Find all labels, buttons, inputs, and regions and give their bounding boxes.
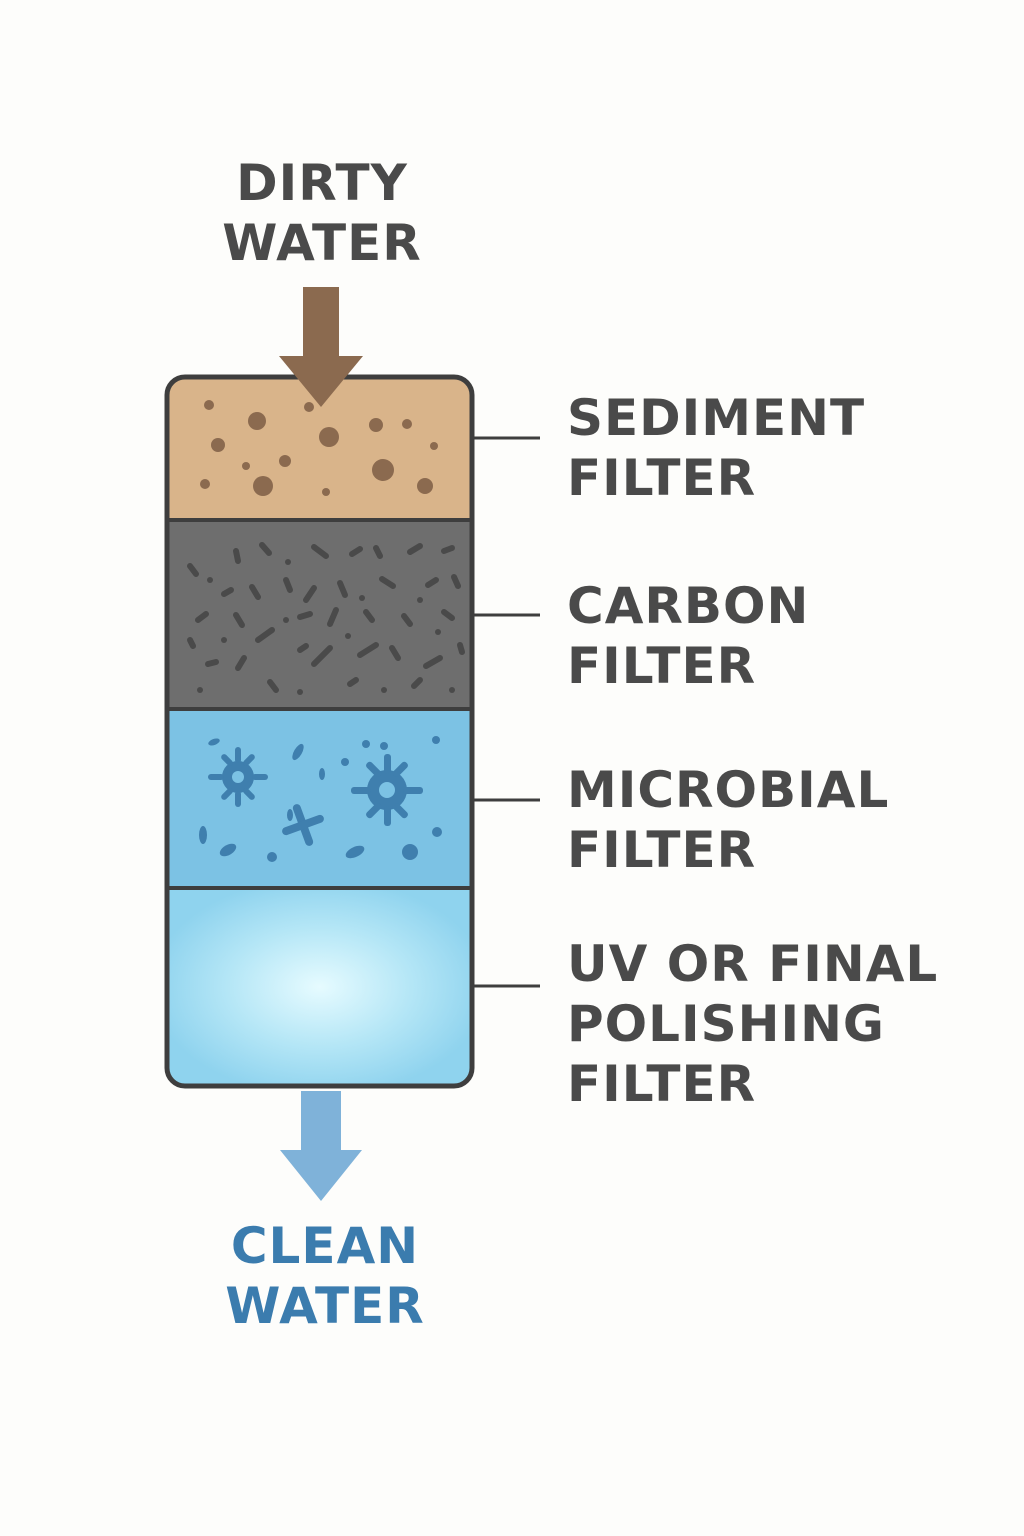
clean-water-line1: CLEAN (220, 1216, 430, 1276)
uv-label-line2: POLISHING (567, 994, 938, 1054)
uv-label-line3: FILTER (567, 1054, 938, 1114)
clean-water-line2: WATER (220, 1276, 430, 1336)
carbon-label-line2: FILTER (567, 636, 809, 696)
microbial-filter-label: MICROBIAL FILTER (567, 760, 889, 880)
sediment-label-line1: SEDIMENT (567, 388, 865, 448)
microbial-label-line1: MICROBIAL (567, 760, 889, 820)
clean-water-label: CLEAN WATER (220, 1216, 430, 1336)
microbial-label-line2: FILTER (567, 820, 889, 880)
uv-label-line1: UV OR FINAL (567, 934, 938, 994)
dirty-water-label: DIRTY WATER (222, 153, 422, 273)
uv-layer (167, 888, 472, 1086)
carbon-label-line1: CARBON (567, 576, 809, 636)
leader-lines (472, 438, 540, 986)
dirty-water-line1: DIRTY (222, 153, 422, 213)
carbon-filter-label: CARBON FILTER (567, 576, 809, 696)
uv-filter-label: UV OR FINAL POLISHING FILTER (567, 934, 938, 1114)
outlet-arrow (280, 1091, 362, 1201)
dirty-water-line2: WATER (222, 213, 422, 273)
sediment-filter-label: SEDIMENT FILTER (567, 388, 865, 508)
sediment-label-line2: FILTER (567, 448, 865, 508)
microbial-layer (167, 709, 472, 888)
